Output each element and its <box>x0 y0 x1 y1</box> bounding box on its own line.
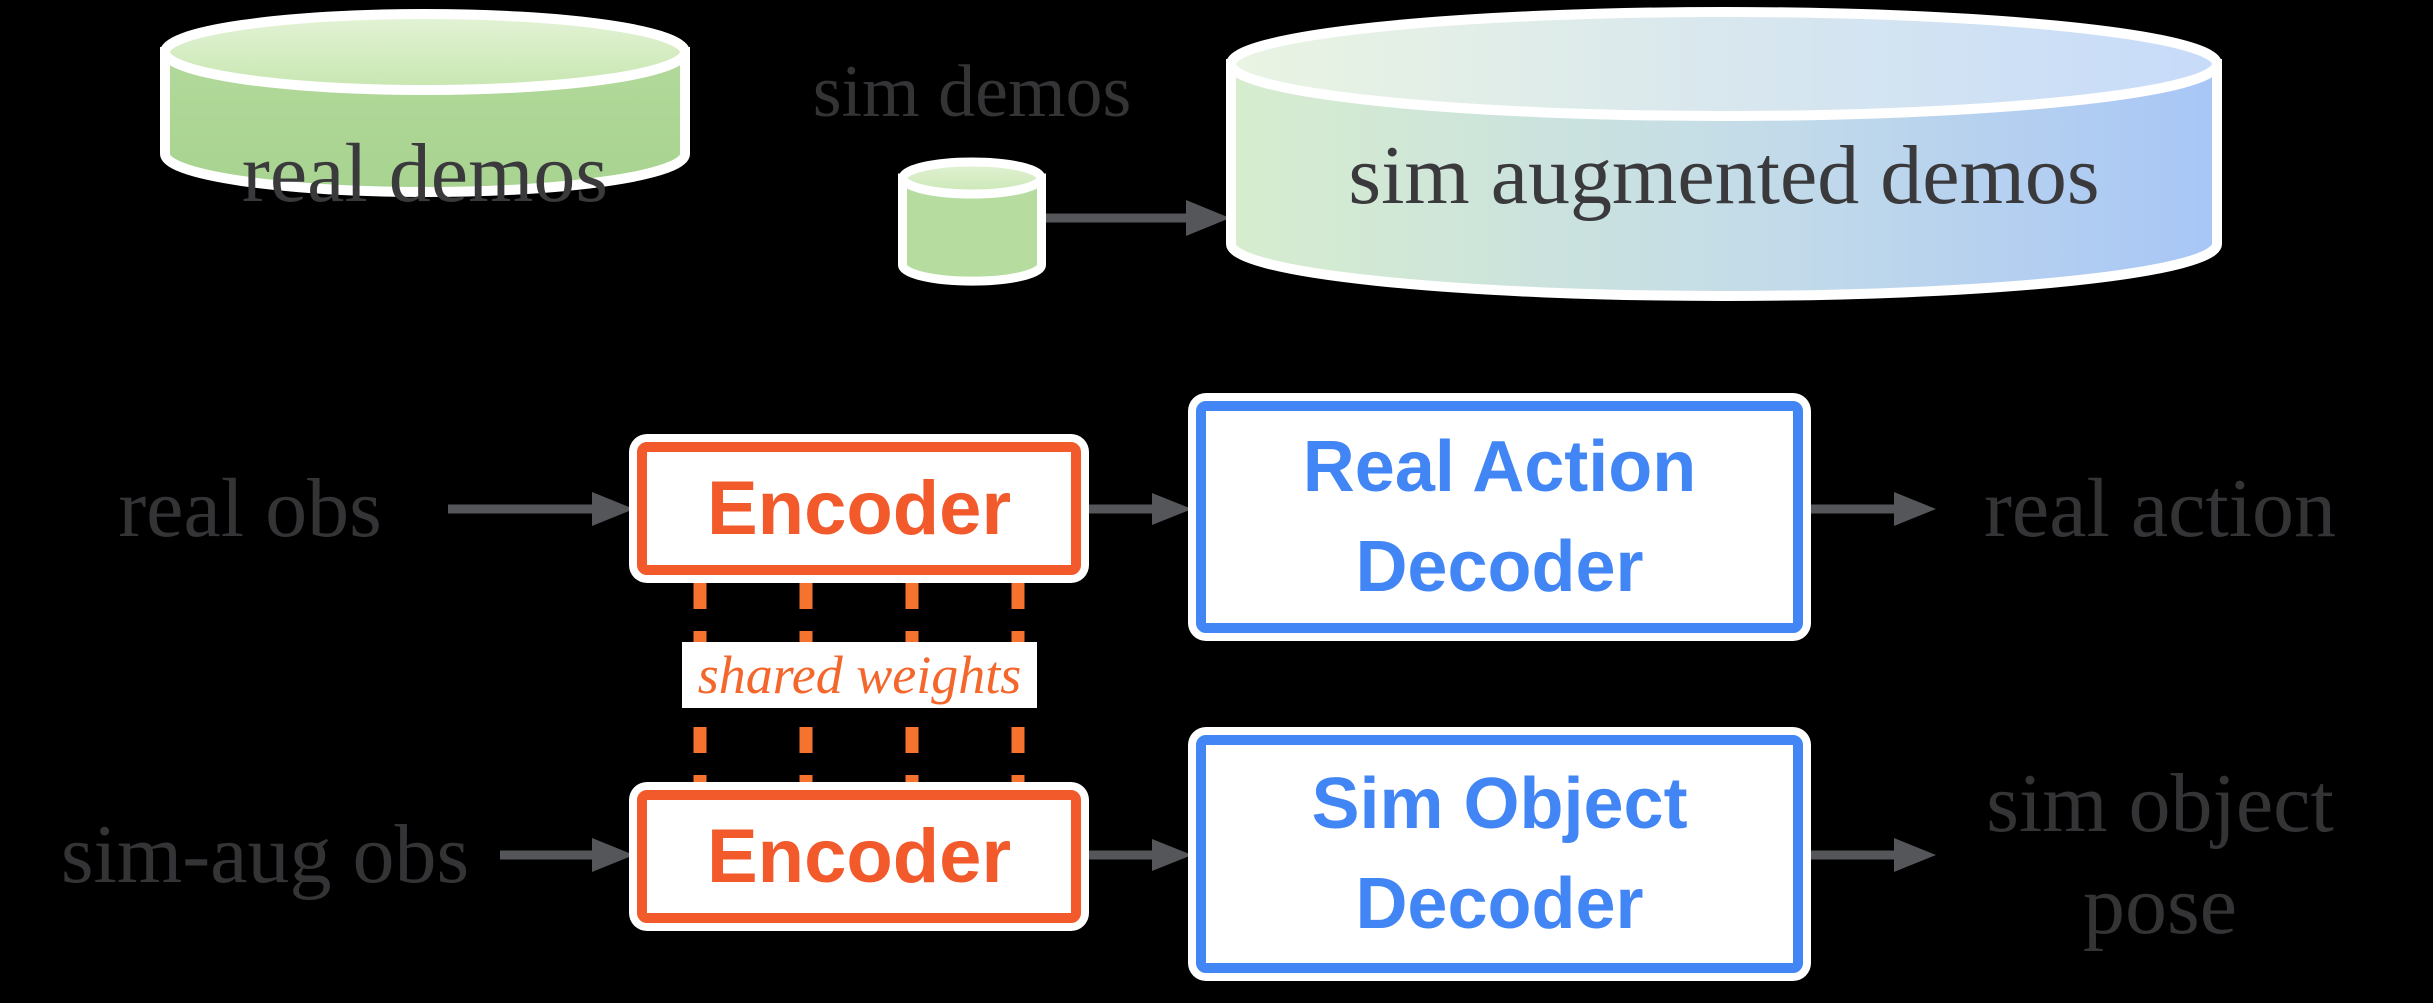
arrow-encoder-to-sim-decoder <box>1089 839 1192 871</box>
real-action-decoder-box: Real Action Decoder <box>1196 401 1803 633</box>
sim-encoder-box: Encoder <box>637 790 1081 923</box>
sim-object-decoder-box: Sim Object Decoder <box>1196 735 1803 973</box>
sim-demos-cylinder <box>898 157 1046 286</box>
sim-object-decoder-line1: Sim Object <box>1311 764 1688 844</box>
real-obs-label: real obs <box>118 462 382 555</box>
real-action-decoder-line2: Decoder <box>1355 527 1644 607</box>
sim-object-pose-line2: pose <box>2083 859 2237 952</box>
cylinder-top <box>160 9 690 95</box>
sim-object-decoder-line2: Decoder <box>1355 864 1644 944</box>
real-action-label: real action <box>1983 462 2337 555</box>
arrow-real-decoder-to-output <box>1811 492 1936 526</box>
cylinder-top <box>898 157 1046 199</box>
arrow-real-obs-to-encoder <box>448 492 634 526</box>
cylinder-body <box>1226 59 2222 301</box>
cylinder-body <box>898 173 1046 286</box>
sim-augmented-demos-cylinder <box>1226 7 2222 301</box>
real-demos-cylinder <box>160 9 690 197</box>
arrow-sim-decoder-to-output <box>1811 838 1936 872</box>
real-encoder-box: Encoder <box>637 442 1081 575</box>
sim-augmented-demos-label: sim augmented demos <box>1348 129 2100 222</box>
sim-object-pose-label: sim object pose <box>1960 752 2360 958</box>
cylinder-top <box>1226 7 2222 121</box>
real-action-decoder-line1: Real Action <box>1302 427 1697 507</box>
arrow-simaug-obs-to-encoder <box>500 838 634 872</box>
shared-weights-tag: shared weights <box>682 642 1037 708</box>
arrow-sim-demos-to-augmented <box>1046 200 1230 236</box>
real-encoder-label: Encoder <box>706 465 1012 551</box>
arrow-encoder-to-real-decoder <box>1089 493 1192 525</box>
sim-object-pose-line1: sim object <box>1986 757 2334 850</box>
sim-encoder-label: Encoder <box>706 813 1012 899</box>
real-demos-label: real demos <box>241 127 609 220</box>
sim-demos-label: sim demos <box>812 51 1132 133</box>
sim-aug-obs-label: sim-aug obs <box>60 808 470 901</box>
